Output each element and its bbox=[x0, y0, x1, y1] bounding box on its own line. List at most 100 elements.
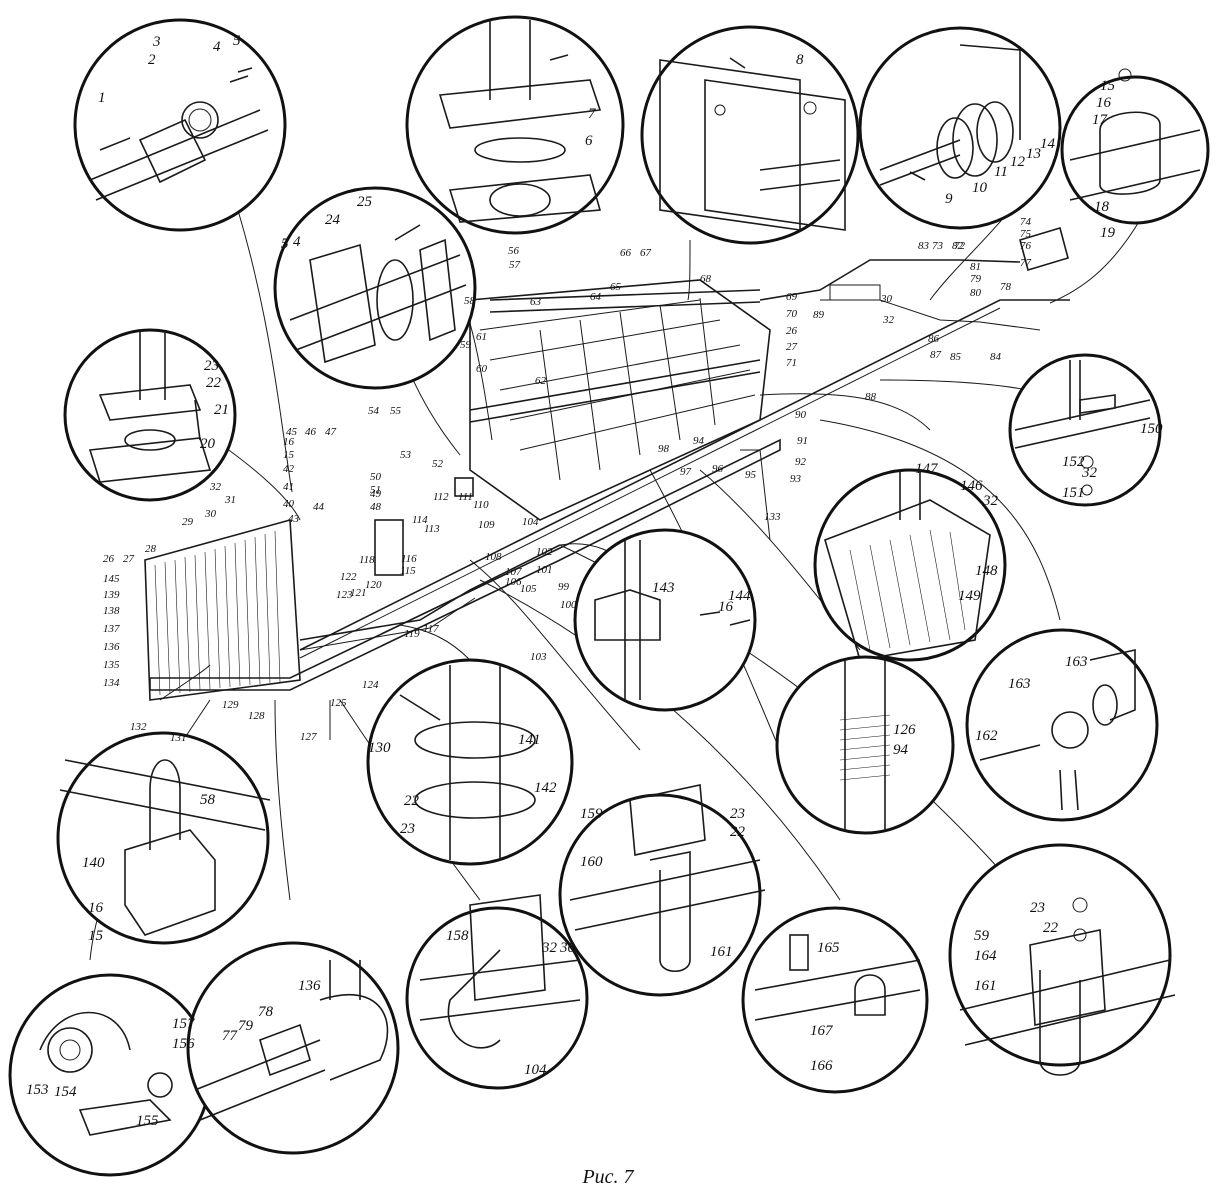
part-label: 32 bbox=[209, 481, 222, 493]
part-label: 27 bbox=[786, 341, 798, 353]
detail-circle-16 bbox=[405, 894, 589, 1090]
part-label: 32 bbox=[541, 940, 558, 956]
part-label: 44 bbox=[313, 501, 325, 513]
part-label: 8 bbox=[796, 52, 804, 68]
part-label: 100 bbox=[560, 599, 577, 611]
detail-circle-15 bbox=[558, 784, 766, 997]
part-label: 138 bbox=[103, 605, 120, 617]
part-label: 59 bbox=[460, 339, 472, 351]
part-label: 88 bbox=[865, 391, 877, 403]
part-label: 46 bbox=[305, 426, 317, 438]
part-label: 161 bbox=[974, 978, 997, 994]
part-label: 89 bbox=[813, 309, 825, 321]
part-label: 79 bbox=[238, 1018, 254, 1034]
part-label: 111 bbox=[458, 491, 473, 503]
detail-circle-8 bbox=[573, 528, 757, 712]
part-label: 136 bbox=[103, 641, 120, 653]
part-label: 4 bbox=[293, 234, 301, 250]
part-label: 47 bbox=[325, 426, 337, 438]
part-label: 118 bbox=[359, 554, 375, 566]
part-label: 137 bbox=[103, 623, 120, 635]
part-label: 117 bbox=[423, 623, 439, 635]
part-label: 113 bbox=[424, 523, 440, 535]
part-label: 104 bbox=[524, 1062, 547, 1078]
detail-circle-19 bbox=[8, 973, 212, 1177]
part-label: 23 bbox=[204, 358, 219, 374]
detail-circle-1 bbox=[73, 18, 287, 232]
part-label: 128 bbox=[248, 710, 265, 722]
part-label: 30 bbox=[559, 940, 576, 956]
part-label: 157 bbox=[172, 1016, 196, 1032]
part-label: 130 bbox=[368, 740, 391, 756]
part-label: 52 bbox=[432, 458, 444, 470]
part-label: 70 bbox=[786, 308, 798, 320]
part-label: 82 bbox=[952, 240, 964, 252]
part-label: 166 bbox=[810, 1058, 833, 1074]
part-label: 20 bbox=[200, 436, 216, 452]
part-label: 18 bbox=[1094, 199, 1110, 215]
part-label: 23 bbox=[400, 821, 415, 837]
part-label: 102 bbox=[536, 546, 553, 558]
part-label: 21 bbox=[214, 402, 229, 418]
part-label: 23 bbox=[730, 806, 745, 822]
part-label: 92 bbox=[795, 456, 807, 468]
part-label: 32 bbox=[982, 493, 999, 509]
main-assembly bbox=[144, 226, 1070, 740]
part-label: 127 bbox=[300, 731, 317, 743]
part-label: 150 bbox=[1140, 421, 1163, 437]
part-label: 123 bbox=[336, 589, 353, 601]
part-label: 105 bbox=[520, 583, 537, 595]
part-label: 163 bbox=[1008, 676, 1031, 692]
detail-circle-4 bbox=[858, 26, 1062, 230]
part-label: 65 bbox=[610, 281, 622, 293]
part-label: 50 bbox=[370, 471, 382, 483]
detail-circle-11 bbox=[965, 628, 1159, 822]
part-label: 22 bbox=[206, 375, 222, 391]
part-label: 148 bbox=[975, 563, 998, 579]
detail-circle-18 bbox=[948, 843, 1176, 1076]
part-label: 78 bbox=[1000, 281, 1012, 293]
part-label: 149 bbox=[958, 588, 981, 604]
part-label: 45 bbox=[286, 426, 298, 438]
part-label: 87 bbox=[930, 349, 942, 361]
part-label: 15 bbox=[1100, 78, 1116, 94]
detail-circle-20 bbox=[186, 941, 400, 1155]
part-label: 122 bbox=[340, 571, 357, 583]
part-label: 26 bbox=[786, 325, 798, 337]
part-label: 120 bbox=[365, 579, 382, 591]
part-label: 151 bbox=[1062, 485, 1085, 501]
part-label: 136 bbox=[298, 978, 321, 994]
part-label: 132 bbox=[130, 721, 147, 733]
part-label: 94 bbox=[893, 742, 909, 758]
part-label: 134 bbox=[103, 677, 120, 689]
part-label: 74 bbox=[1020, 216, 1032, 228]
part-label: 93 bbox=[790, 473, 802, 485]
part-label: 115 bbox=[400, 565, 416, 577]
part-label: 58 bbox=[200, 792, 216, 808]
part-label: 158 bbox=[446, 928, 469, 944]
part-label: 16 bbox=[88, 900, 104, 916]
part-label: 129 bbox=[222, 699, 239, 711]
part-label: 32 bbox=[882, 314, 895, 326]
part-label: 71 bbox=[786, 357, 797, 369]
detail-circle-14 bbox=[56, 731, 271, 945]
part-label: 126 bbox=[893, 722, 916, 738]
part-label: 142 bbox=[534, 780, 557, 796]
part-label: 94 bbox=[693, 435, 705, 447]
part-label: 56 bbox=[508, 245, 520, 257]
part-label: 85 bbox=[950, 351, 962, 363]
part-label: 55 bbox=[390, 405, 402, 417]
part-label: 80 bbox=[970, 287, 982, 299]
part-label: 31 bbox=[224, 494, 236, 506]
part-label: 7 bbox=[588, 106, 597, 122]
detail-circle-3 bbox=[640, 25, 860, 245]
part-label: 42 bbox=[283, 463, 295, 475]
part-label: 72 bbox=[954, 240, 966, 252]
part-label: 16 bbox=[718, 599, 734, 615]
part-label: 30 bbox=[880, 293, 893, 305]
part-label: 2 bbox=[148, 52, 156, 68]
part-label: 108 bbox=[485, 551, 502, 563]
part-label: 16 bbox=[1096, 95, 1112, 111]
part-label: 30 bbox=[204, 508, 217, 520]
